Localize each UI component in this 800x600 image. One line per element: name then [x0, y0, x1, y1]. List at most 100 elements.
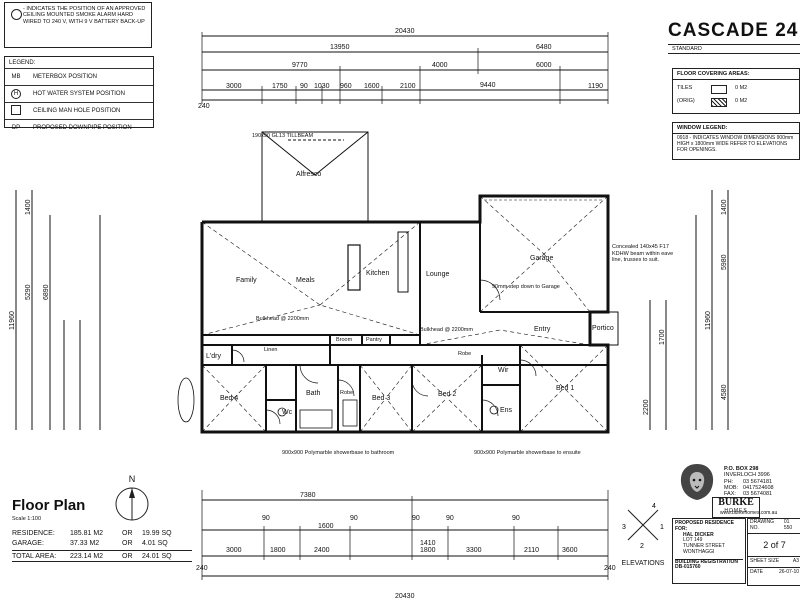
dim-top-row-8: 1190: [588, 83, 603, 90]
annotation-polymarble-2: 900x900 Polymarble showerbase to ensuite: [474, 450, 581, 456]
client-street: TUNNER STREET: [683, 543, 725, 549]
client-name: HAL DICKER: [683, 531, 714, 538]
website: www.burkehomes.com.au: [720, 510, 778, 516]
room-bed4: Bed 4: [220, 395, 238, 402]
dim-right-c: 4580: [721, 384, 728, 400]
dim-top-row-7: 2100: [400, 83, 416, 90]
elevation-arrows-icon: 4 3 1 2: [622, 503, 664, 550]
annotation-polymarble-1: 900x900 Polymarble showerbase to bathroo…: [282, 450, 395, 456]
dim-right-total: 11960: [705, 311, 712, 330]
legend-item-manhole: CEILING MAN HOLE POSITION: [5, 103, 153, 120]
dim-bot-row-4: 1410: [420, 540, 436, 547]
client-box: PROPOSED RESIDENCE FOR: HAL DICKER LOT 1…: [672, 518, 746, 584]
room-robe2: Robe: [458, 351, 471, 357]
window-legend-title: WINDOW LEGEND:: [673, 123, 799, 135]
room-bath: Bath: [306, 390, 321, 397]
dim-right-e: 2200: [643, 399, 650, 415]
window-legend-text: 0918 - INDICATES WINDOW DIMENSIONS 900mm…: [677, 135, 794, 153]
dim-top-f: 9440: [480, 82, 496, 89]
tiles-swatch: [711, 85, 727, 95]
room-garage: Garage: [530, 255, 553, 262]
house-name: CASCADE 24: [668, 20, 799, 41]
manhole-icon: [5, 105, 27, 117]
room-wir: Wir: [498, 367, 509, 374]
brand-sub: HOMES: [724, 508, 748, 514]
dim-right-a: 5980: [721, 254, 728, 270]
dim-bot-mid-5: 90: [512, 515, 520, 522]
date-label: DATE: [750, 569, 763, 576]
dim-top-total: 20430: [395, 28, 415, 35]
dim-top-c: 9770: [292, 62, 308, 69]
fax: 03 5674081: [743, 491, 773, 498]
company-logo: [672, 458, 722, 510]
po-box: P.O. BOX 298: [724, 466, 759, 472]
dim-right-b: 1400: [721, 199, 728, 215]
room-broom: Broom: [336, 337, 353, 343]
date: 26-07-10: [778, 569, 799, 576]
dim-bot-mid-3: 90: [412, 515, 420, 522]
dim-bot-a: 7380: [300, 492, 316, 499]
dim-left-total: 11960: [9, 311, 16, 330]
room-bed1: Bed 1: [556, 385, 574, 392]
elevations-label: ELEVATIONS: [621, 560, 665, 567]
hws-icon: H: [5, 89, 27, 99]
client-heading: PROPOSED RESIDENCE FOR:: [675, 520, 734, 532]
dim-top-row-2: 1750: [272, 83, 288, 90]
annotation-concealed-beam: Concealed 140x45 F17 KDHW beam within ea…: [612, 244, 674, 264]
dim-top-row-0: 240: [198, 103, 210, 110]
dim-left-a: 5290: [25, 284, 32, 300]
client-suburb: WONTHAGGI: [683, 548, 715, 555]
room-entry: Entry: [534, 326, 551, 333]
room-robe1: Robe: [340, 390, 353, 396]
brand-name: BURKE: [718, 497, 754, 508]
mob-label: MOB:: [724, 484, 739, 491]
dim-top-d: 4000: [432, 62, 448, 69]
dim-bot-row-2: 1800: [270, 547, 286, 554]
town: INVERLOCH 3996: [724, 472, 770, 479]
dim-top-e: 6000: [536, 62, 552, 69]
north-arrow: N: [112, 474, 152, 524]
dim-top-b: 6480: [536, 44, 552, 51]
dim-bot-mid-0: 90: [262, 515, 270, 522]
dim-bot-row-5: 1800: [420, 547, 436, 554]
brand-banner: BURKE HOMES: [712, 497, 760, 518]
room-family: Family: [236, 277, 257, 284]
sheet-number: 2 of 7: [748, 534, 800, 558]
dim-top-row-4: 1030: [314, 83, 330, 90]
elevations-key: 4 3 1 2 ELEVATIONS: [618, 500, 668, 567]
dim-bot-row-6: 3300: [466, 547, 482, 554]
annotation-tillbeam: 190x90 GL13 TILLBEAM: [252, 133, 313, 139]
ph-label: PH:: [724, 478, 734, 485]
elev-num-2: 2: [640, 543, 644, 550]
room-linen: Linen: [264, 347, 277, 353]
sheet-size: A3: [792, 558, 799, 565]
floor-plan-scale: Scale 1:100: [12, 516, 42, 522]
house-standard: STANDARD: [668, 44, 800, 55]
dim-top-row-3: 90: [300, 83, 308, 90]
smoke-alarm-icon: [11, 9, 22, 20]
dim-bot-mid-2: 90: [350, 515, 358, 522]
annotation-garage-step: 90mm step down to Garage: [492, 284, 560, 290]
dim-top-row-5: 960: [340, 83, 352, 90]
annotation-concealed-beam-wrap: Concealed 140x45 F17 KDHW beam within ea…: [612, 244, 674, 264]
reg-number: DB-015760: [675, 564, 701, 571]
floor-plan-title: Floor Plan: [12, 497, 86, 514]
room-bed2: Bed 2: [438, 391, 456, 398]
fax-label: FAX:: [724, 491, 736, 498]
floor-covering-title: FLOOR COVERING AREAS:: [673, 69, 799, 81]
room-pantry: Pantry: [366, 337, 382, 343]
room-meals: Meals: [296, 277, 315, 284]
tiles-value: 0 M2: [735, 85, 748, 92]
drawing-no-label: DRAWING NO.: [750, 519, 774, 531]
dim-right-d: 1700: [659, 329, 666, 345]
dim-bot-row-3: 2400: [314, 547, 330, 554]
elev-num-3: 3: [622, 524, 626, 531]
client-lot: LOT 149: [683, 537, 703, 544]
smoke-alarm-note: - INDICATES THE POSITION OF AN APPROVED …: [4, 2, 152, 48]
dim-left-c: 1400: [25, 199, 32, 215]
